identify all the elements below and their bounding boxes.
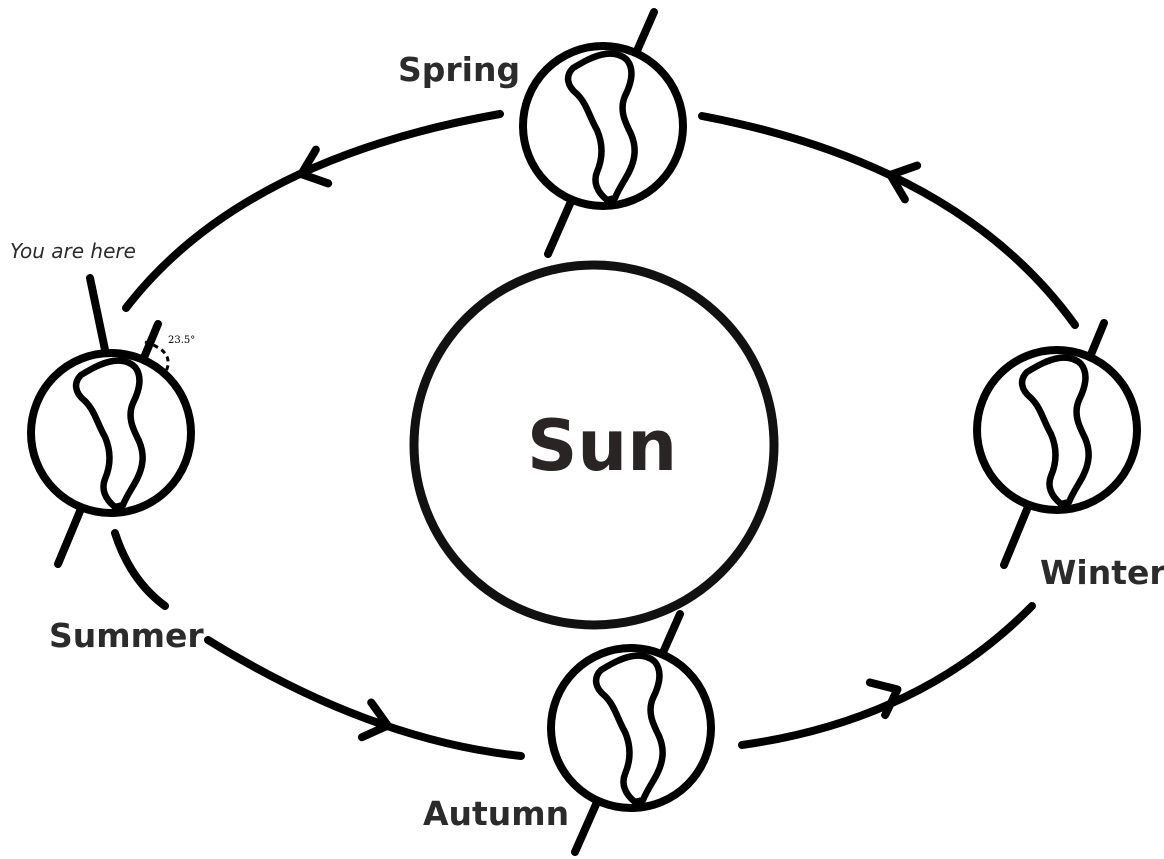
earth-globe-icon <box>977 323 1137 565</box>
spring-label: Spring <box>398 50 520 89</box>
autumn-label: Autumn <box>423 794 569 833</box>
sun-label: Sun <box>527 405 677 487</box>
you-are-here-label: You are here <box>10 239 136 263</box>
tilt-angle-label: 23.5° <box>168 335 195 346</box>
earth-globe-icon <box>31 278 191 564</box>
summer-label: Summer <box>49 616 204 655</box>
winter-label: Winter <box>1040 553 1164 592</box>
earth-globe-icon <box>551 614 711 852</box>
earth-globe-icon <box>523 12 683 254</box>
